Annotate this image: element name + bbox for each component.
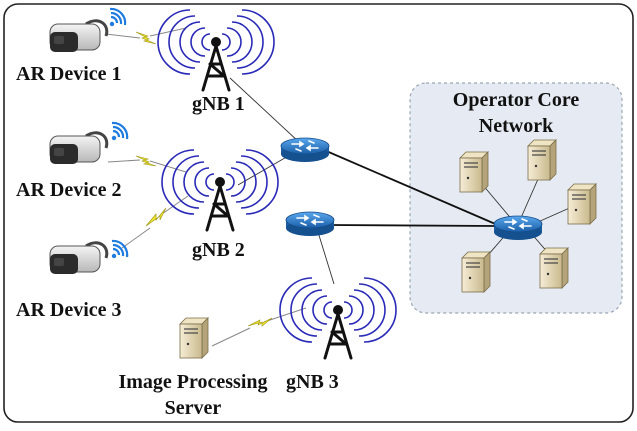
router-icon (493, 215, 543, 241)
gnb-3-label: gNB 3 (286, 371, 339, 393)
server-icon (539, 247, 569, 289)
link-router2-gnb3 (317, 231, 335, 285)
core-network-area (409, 82, 623, 314)
ar-device-2-label: AR Device 2 (16, 179, 122, 201)
ar-device-3-label: AR Device 3 (16, 299, 122, 321)
server-icon (179, 317, 209, 359)
server-label-line2: Server (164, 397, 222, 419)
server-icon (461, 251, 491, 293)
router-icon (285, 211, 335, 237)
server-icon (527, 139, 557, 181)
link-core-server-a (481, 183, 515, 223)
link-router2-core (329, 224, 497, 227)
router-icon (280, 137, 330, 163)
lightning-link-icon (135, 31, 157, 45)
link-gnb1-router1 (229, 77, 301, 144)
lightning-link-icon (145, 207, 167, 227)
ar-device-1-label: AR Device 1 (16, 63, 122, 85)
server-icon (459, 151, 489, 193)
gnb-2-label: gNB 2 (192, 239, 245, 261)
lightning-link-icon (135, 155, 157, 167)
core-network-title-line2: Network (478, 115, 554, 137)
lightning-link-icon (247, 317, 273, 327)
link-router1-core (323, 149, 501, 227)
gnb-1-label: gNB 1 (192, 93, 245, 115)
core-network-title-line1: Operator Core (452, 89, 580, 111)
server-label-line1: Image Processing (118, 371, 268, 393)
server-icon (567, 183, 597, 225)
